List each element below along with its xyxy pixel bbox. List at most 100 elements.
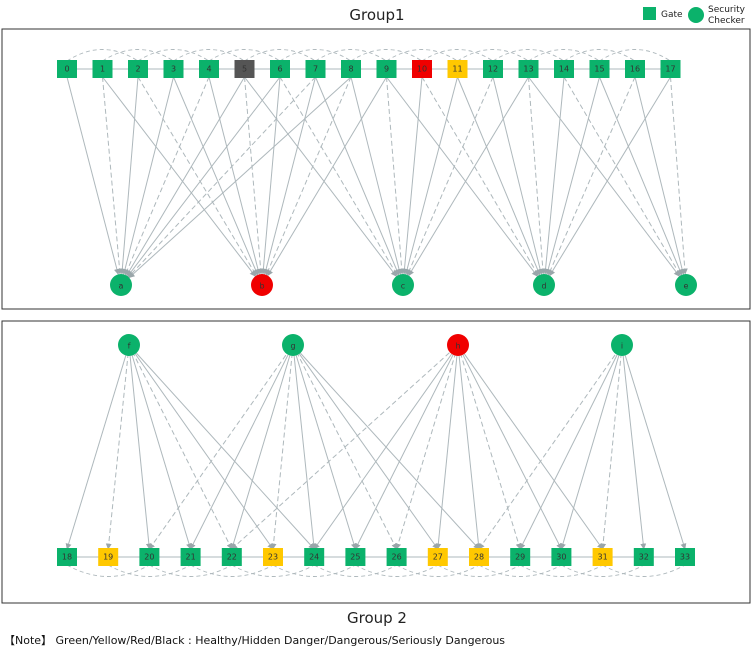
gate-node-19[interactable]: 19 (98, 548, 119, 566)
gate-node-28[interactable]: 28 (469, 548, 489, 566)
gate-node-box (412, 60, 432, 78)
gate-node-box (345, 548, 366, 566)
gate-node-label: 19 (103, 553, 113, 562)
g1-gate-arc (279, 49, 352, 62)
g1-link (208, 76, 261, 275)
gate-node-32[interactable]: 32 (633, 548, 654, 566)
gate-node-label: 0 (64, 65, 69, 74)
g1-link (102, 76, 256, 277)
gate-node-18[interactable]: 18 (57, 548, 77, 566)
gate-node-14[interactable]: 14 (554, 60, 574, 78)
g1-link (263, 76, 316, 275)
gate-node-label: 18 (62, 553, 72, 562)
gate-node-26[interactable]: 26 (386, 548, 407, 566)
g2-gate-arc (355, 564, 439, 577)
g1-gate-arc (208, 49, 281, 62)
gate-node-3[interactable]: 3 (163, 60, 184, 78)
gate-node-31[interactable]: 31 (592, 548, 613, 566)
gate-node-8[interactable]: 8 (341, 60, 361, 78)
gate-node-label: 15 (594, 65, 604, 74)
checker-node-f[interactable]: f (118, 334, 140, 356)
checker-node-a[interactable]: a (110, 274, 132, 296)
gate-node-21[interactable]: 21 (180, 548, 201, 566)
gate-node-12[interactable]: 12 (483, 60, 503, 78)
g1-link (260, 76, 281, 275)
gate-node-7[interactable]: 7 (305, 60, 326, 78)
gate-node-box (633, 548, 654, 566)
checker-node-circle (611, 334, 633, 356)
gate-node-box (427, 548, 448, 566)
gate-node-label: 3 (171, 65, 176, 74)
gate-node-29[interactable]: 29 (510, 548, 531, 566)
g1-link (122, 76, 174, 275)
group1-frame (1, 28, 751, 310)
g1-gate-arc (599, 49, 671, 62)
gate-node-9[interactable]: 9 (376, 60, 397, 78)
gate-node-2[interactable]: 2 (128, 60, 148, 78)
gate-node-4[interactable]: 4 (199, 60, 219, 78)
g1-link (528, 76, 546, 275)
checker-node-i[interactable]: i (611, 334, 633, 356)
gate-node-label: 10 (417, 65, 427, 74)
checker-node-b[interactable]: b (251, 274, 273, 296)
gate-node-23[interactable]: 23 (263, 548, 283, 566)
checker-node-e[interactable]: e (675, 274, 697, 296)
gate-node-box (270, 60, 290, 78)
gate-node-20[interactable]: 20 (139, 548, 160, 566)
checker-node-g[interactable]: g (282, 334, 304, 356)
g1-gate-arc (350, 49, 423, 62)
gate-node-33[interactable]: 33 (675, 548, 695, 566)
g2-link (519, 354, 618, 550)
group2-title: Group 2 (347, 609, 407, 627)
g1-gate-arc (315, 49, 387, 62)
gate-node-6[interactable]: 6 (270, 60, 290, 78)
g1-link (547, 76, 636, 276)
g1-link (599, 76, 683, 276)
g1-link (549, 76, 671, 277)
gate-node-22[interactable]: 22 (221, 548, 242, 566)
g1-link (404, 76, 458, 275)
g1-link (406, 76, 494, 276)
checker-node-c[interactable]: c (392, 274, 414, 296)
gate-node-label: 16 (630, 65, 640, 74)
gate-node-0[interactable]: 0 (57, 60, 77, 78)
g1-gate-arc (66, 49, 139, 62)
gate-node-11[interactable]: 11 (447, 60, 468, 78)
checker-node-circle (533, 274, 555, 296)
g1-gate-arc (386, 49, 458, 62)
gate-node-10[interactable]: 10 (412, 60, 432, 78)
checker-node-d[interactable]: d (533, 274, 555, 296)
g1-link (267, 76, 387, 277)
gate-node-30[interactable]: 30 (551, 548, 572, 566)
gate-node-box (675, 548, 695, 566)
checker-node-h[interactable]: h (447, 334, 469, 356)
g2-link (622, 355, 647, 550)
gate-node-16[interactable]: 16 (625, 60, 645, 78)
group1-gate-arcs (66, 49, 671, 70)
g2-link (463, 353, 604, 550)
gate-node-27[interactable]: 27 (427, 548, 448, 566)
gate-node-25[interactable]: 25 (345, 548, 366, 566)
g1-link (127, 76, 281, 277)
gate-node-15[interactable]: 15 (589, 60, 610, 78)
gate-node-13[interactable]: 13 (518, 60, 539, 78)
gate-node-label: 28 (474, 553, 484, 562)
gate-node-17[interactable]: 17 (660, 60, 681, 78)
g1-link (401, 76, 423, 275)
group2-links (65, 351, 687, 550)
gate-node-24[interactable]: 24 (304, 548, 325, 566)
g1-link (408, 76, 529, 277)
gate-node-box (483, 60, 503, 78)
gate-node-box (660, 60, 681, 78)
g2-gate-arc (231, 564, 315, 577)
gate-node-5[interactable]: 5 (234, 60, 255, 78)
gate-node-label: 21 (186, 553, 196, 562)
g1-link (265, 76, 352, 276)
g1-link (315, 76, 400, 276)
g2-link (293, 355, 317, 550)
gate-node-label: 22 (227, 553, 237, 562)
g1-gate-arc (457, 49, 529, 62)
gate-node-1[interactable]: 1 (92, 60, 113, 78)
gate-node-label: 7 (313, 65, 318, 74)
